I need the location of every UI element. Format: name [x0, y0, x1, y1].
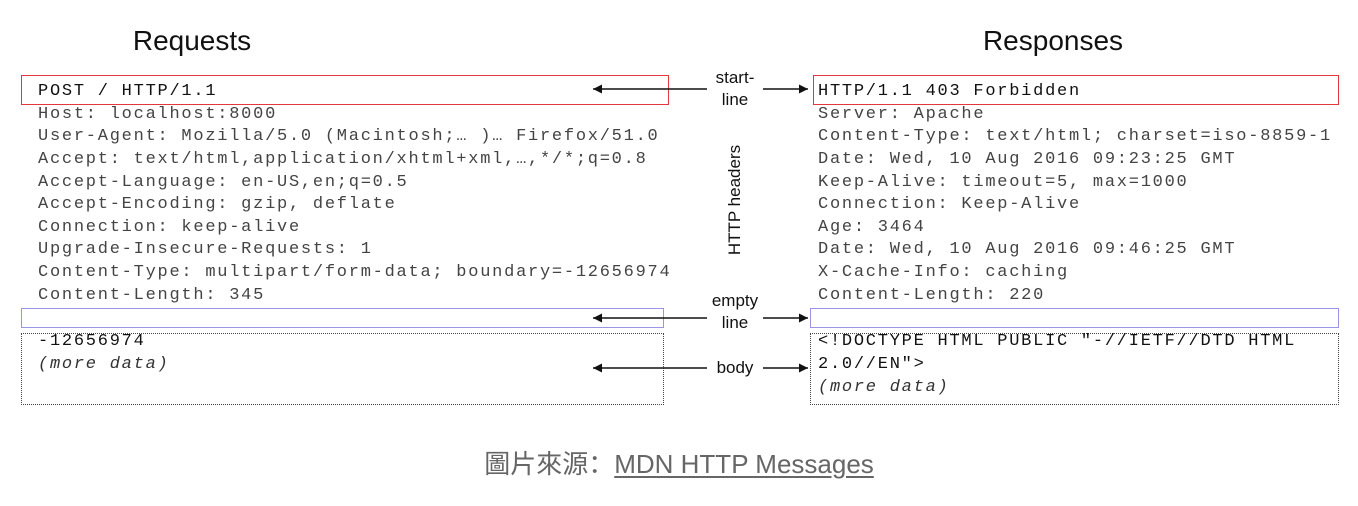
request-more-data: (more data) — [38, 355, 170, 374]
request-header: Accept-Encoding: gzip, deflate — [38, 195, 397, 214]
body-label: body — [716, 358, 754, 377]
http-headers-label: HTTP headers — [725, 144, 744, 256]
request-body-box — [21, 333, 664, 405]
response-header: Age: 3464 — [818, 218, 926, 237]
response-more-data: (more data) — [818, 378, 950, 397]
mdn-source-link[interactable]: MDN HTTP Messages — [614, 449, 874, 479]
response-header: X-Cache-Info: caching — [818, 263, 1069, 282]
caption-prefix: 圖片來源： — [484, 449, 615, 479]
response-empty-line-box — [810, 308, 1339, 328]
request-header: Upgrade-Insecure-Requests: 1 — [38, 240, 373, 259]
response-header: Content-Length: 220 — [818, 286, 1046, 305]
response-body-line: 2.0//EN"> — [818, 355, 926, 374]
request-header: Host: localhost:8000 — [38, 105, 278, 124]
request-body-line: -12656974 — [38, 332, 146, 351]
response-body-box — [810, 333, 1339, 405]
response-start-line: HTTP/1.1 403 Forbidden — [818, 82, 1081, 101]
response-body-line: <!DOCTYPE HTML PUBLIC "-//IETF//DTD HTML — [818, 332, 1297, 351]
request-header: Content-Type: multipart/form-data; bound… — [38, 263, 672, 282]
request-header: Connection: keep-alive — [38, 218, 301, 237]
request-start-line: POST / HTTP/1.1 — [38, 82, 218, 101]
empty-line-label-1: empty — [711, 291, 759, 310]
response-header: Keep-Alive: timeout=5, max=1000 — [818, 173, 1189, 192]
request-start-line-box — [21, 75, 669, 105]
request-header: Accept: text/html,application/xhtml+xml,… — [38, 150, 648, 169]
response-header: Server: Apache — [818, 105, 986, 124]
responses-title: Responses — [982, 25, 1124, 56]
response-header: Content-Type: text/html; charset=iso-885… — [818, 127, 1332, 146]
response-header: Connection: Keep-Alive — [818, 195, 1081, 214]
empty-line-label-2: line — [721, 313, 749, 332]
response-header: Date: Wed, 10 Aug 2016 09:23:25 GMT — [818, 150, 1237, 169]
caption: 圖片來源：MDN HTTP Messages — [0, 448, 1358, 480]
response-start-line-box — [813, 75, 1339, 105]
start-line-label-1: start- — [715, 68, 755, 87]
response-header: Date: Wed, 10 Aug 2016 09:46:25 GMT — [818, 240, 1237, 259]
request-header: Accept-Language: en-US,en;q=0.5 — [38, 173, 409, 192]
request-header: User-Agent: Mozilla/5.0 (Macintosh;… )… … — [38, 127, 660, 146]
start-line-label-2: line — [721, 90, 749, 109]
request-header: Content-Length: 345 — [38, 286, 266, 305]
requests-title: Requests — [132, 25, 252, 56]
